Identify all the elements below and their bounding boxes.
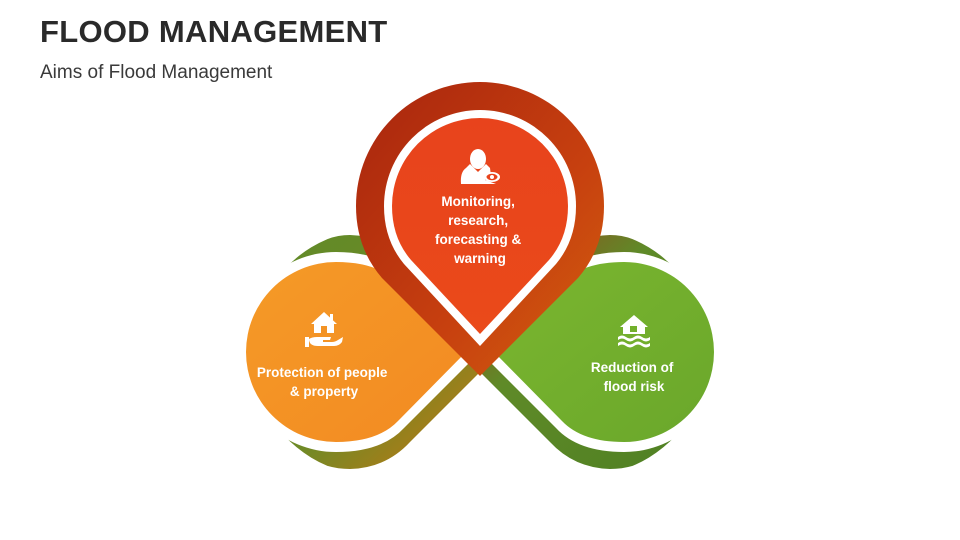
page-subtitle: Aims of Flood Management — [40, 62, 273, 83]
monitoring-fill — [392, 118, 568, 334]
flooded-house-icon — [618, 315, 650, 348]
house-hand-icon — [305, 312, 343, 347]
protection-label-line: Protection of people — [257, 365, 388, 380]
protection-label-line: & property — [290, 384, 359, 399]
page-title: FLOOD MANAGEMENT — [40, 14, 388, 49]
reduction-label-line: Reduction of — [591, 360, 674, 375]
monitoring-label-line: research, — [448, 213, 508, 228]
protection-label: Protection of people & property — [257, 365, 391, 399]
monitoring-label-line: Monitoring, — [441, 194, 514, 209]
monitoring-node — [356, 82, 604, 376]
monitoring-label-line: forecasting & — [435, 232, 522, 247]
person-eye-icon — [460, 149, 500, 184]
monitoring-label-line: warning — [453, 251, 506, 266]
reduction-label: Reduction of flood risk — [591, 360, 677, 394]
reduction-label-line: flood risk — [604, 379, 665, 394]
monitoring-label: Monitoring, research, forecasting & warn… — [435, 194, 525, 266]
